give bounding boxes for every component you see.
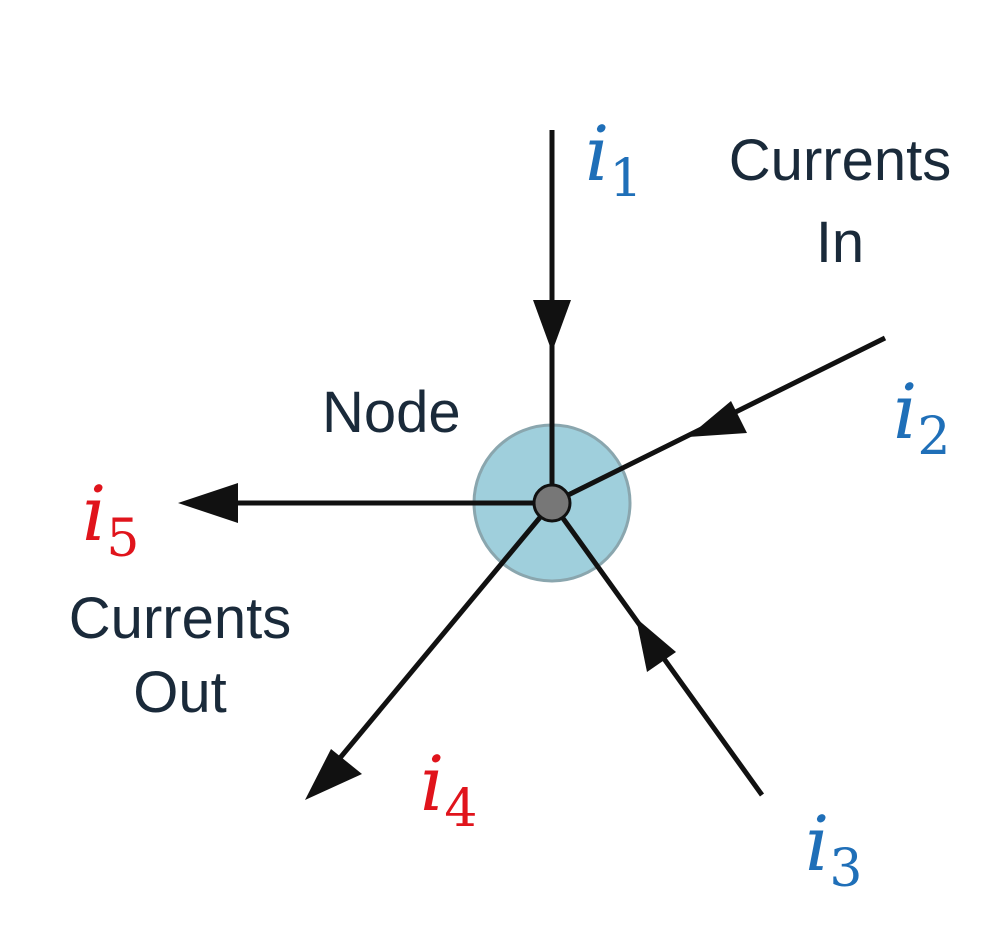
current-label-i1: i1 — [585, 109, 642, 209]
arrowhead-i2 — [688, 401, 747, 437]
currents-out-label-line1: Currents — [69, 586, 291, 651]
current-label-i2: i2 — [893, 367, 950, 467]
arrowhead-i3 — [636, 618, 676, 672]
currents-in-label-line2: In — [816, 210, 864, 275]
current-label-i4: i4 — [420, 739, 477, 839]
current-label-i3: i3 — [805, 799, 862, 899]
currents-out-label-line2: Out — [133, 660, 227, 725]
node-label: Node — [322, 380, 461, 445]
arrowhead-i1 — [533, 300, 571, 352]
node-center — [532, 483, 572, 523]
current-label-i5: i5 — [82, 469, 139, 569]
wire-i4 — [318, 501, 554, 784]
arrowhead-i5 — [178, 483, 238, 523]
arrowhead-i4 — [305, 749, 362, 800]
currents-in-label-line1: Currents — [729, 128, 951, 193]
